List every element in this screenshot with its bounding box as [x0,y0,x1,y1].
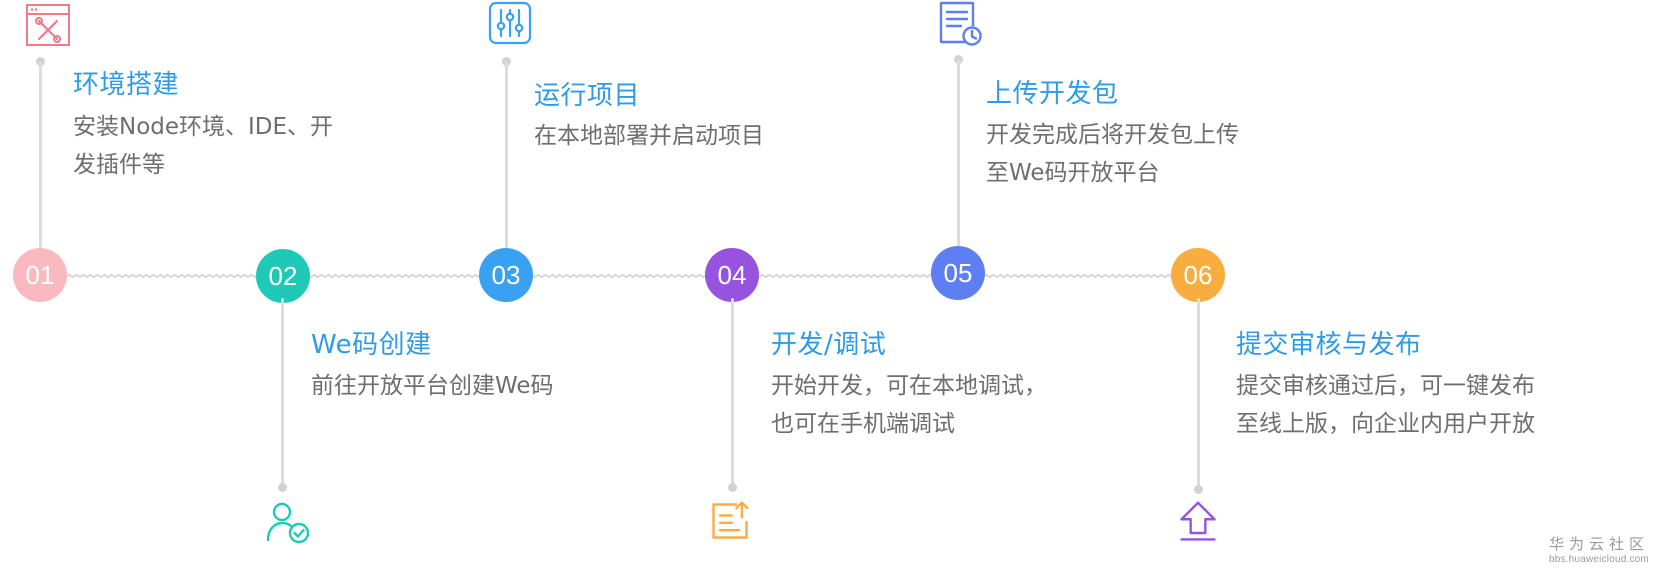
stem-dot [36,57,45,66]
desc-line: 至We码开放平台 [986,160,1160,186]
stem-line [505,62,508,262]
watermark-sub: bbs.huaweicloud.com [1549,554,1649,565]
step-title: 提交审核与发布 [1236,330,1422,360]
step-description: 开发完成后将开发包上传 至We码开放平台 [986,116,1239,192]
desc-line: 开发完成后将开发包上传 [986,122,1239,148]
desc-line: 开始开发，可在本地调试， [771,373,1047,399]
stem-line [731,298,734,486]
step-number-badge: 05 [931,246,985,300]
stem-dot [1194,485,1203,494]
step-number-badge: 04 [705,248,759,302]
stem-line [957,60,960,260]
stem-dot [502,57,511,66]
desc-line: 发插件等 [73,152,165,178]
desc-line: 安装Node环境、IDE、开 [73,114,334,140]
stem-dot [728,483,737,492]
step-number-badge: 01 [13,248,67,302]
desc-line: 也可在手机端调试 [771,411,955,437]
watermark: 华为云社区 bbs.huaweicloud.com [1549,533,1649,565]
watermark-main: 华为云社区 [1548,535,1649,553]
document-clock-icon [939,1,982,46]
step-description: 安装Node环境、IDE、开 发插件等 [73,108,333,184]
desc-line: 在本地部署并启动项目 [534,123,764,149]
step-number-badge: 03 [479,248,533,302]
step-description: 前往开放平台创建We码 [311,367,554,405]
step-title: 上传开发包 [986,79,1119,109]
step-number-badge: 06 [1171,248,1225,302]
window-tools-icon [26,4,70,46]
sliders-icon [488,1,532,45]
list-upload-icon [712,501,749,539]
stem-dot [278,483,287,492]
step-title: 运行项目 [534,81,641,111]
stem-line [281,298,284,486]
step-title: 环境搭建 [73,70,180,100]
step-title: 开发/调试 [771,330,887,360]
step-number-badge: 02 [256,249,310,303]
stem-line [1197,298,1200,488]
step-title: We码创建 [311,330,432,360]
user-check-icon [266,502,310,544]
stem-line [39,62,42,262]
stem-dot [954,55,963,64]
desc-line: 提交审核通过后，可一键发布 [1236,373,1535,399]
desc-line: 至线上版，向企业内用户开放 [1236,411,1535,437]
step-description: 开始开发，可在本地调试， 也可在手机端调试 [771,367,1047,443]
step-description: 提交审核通过后，可一键发布 至线上版，向企业内用户开放 [1236,367,1535,443]
upload-arrow-icon [1180,501,1216,541]
desc-line: 前往开放平台创建We码 [311,373,554,399]
step-description: 在本地部署并启动项目 [534,117,764,155]
